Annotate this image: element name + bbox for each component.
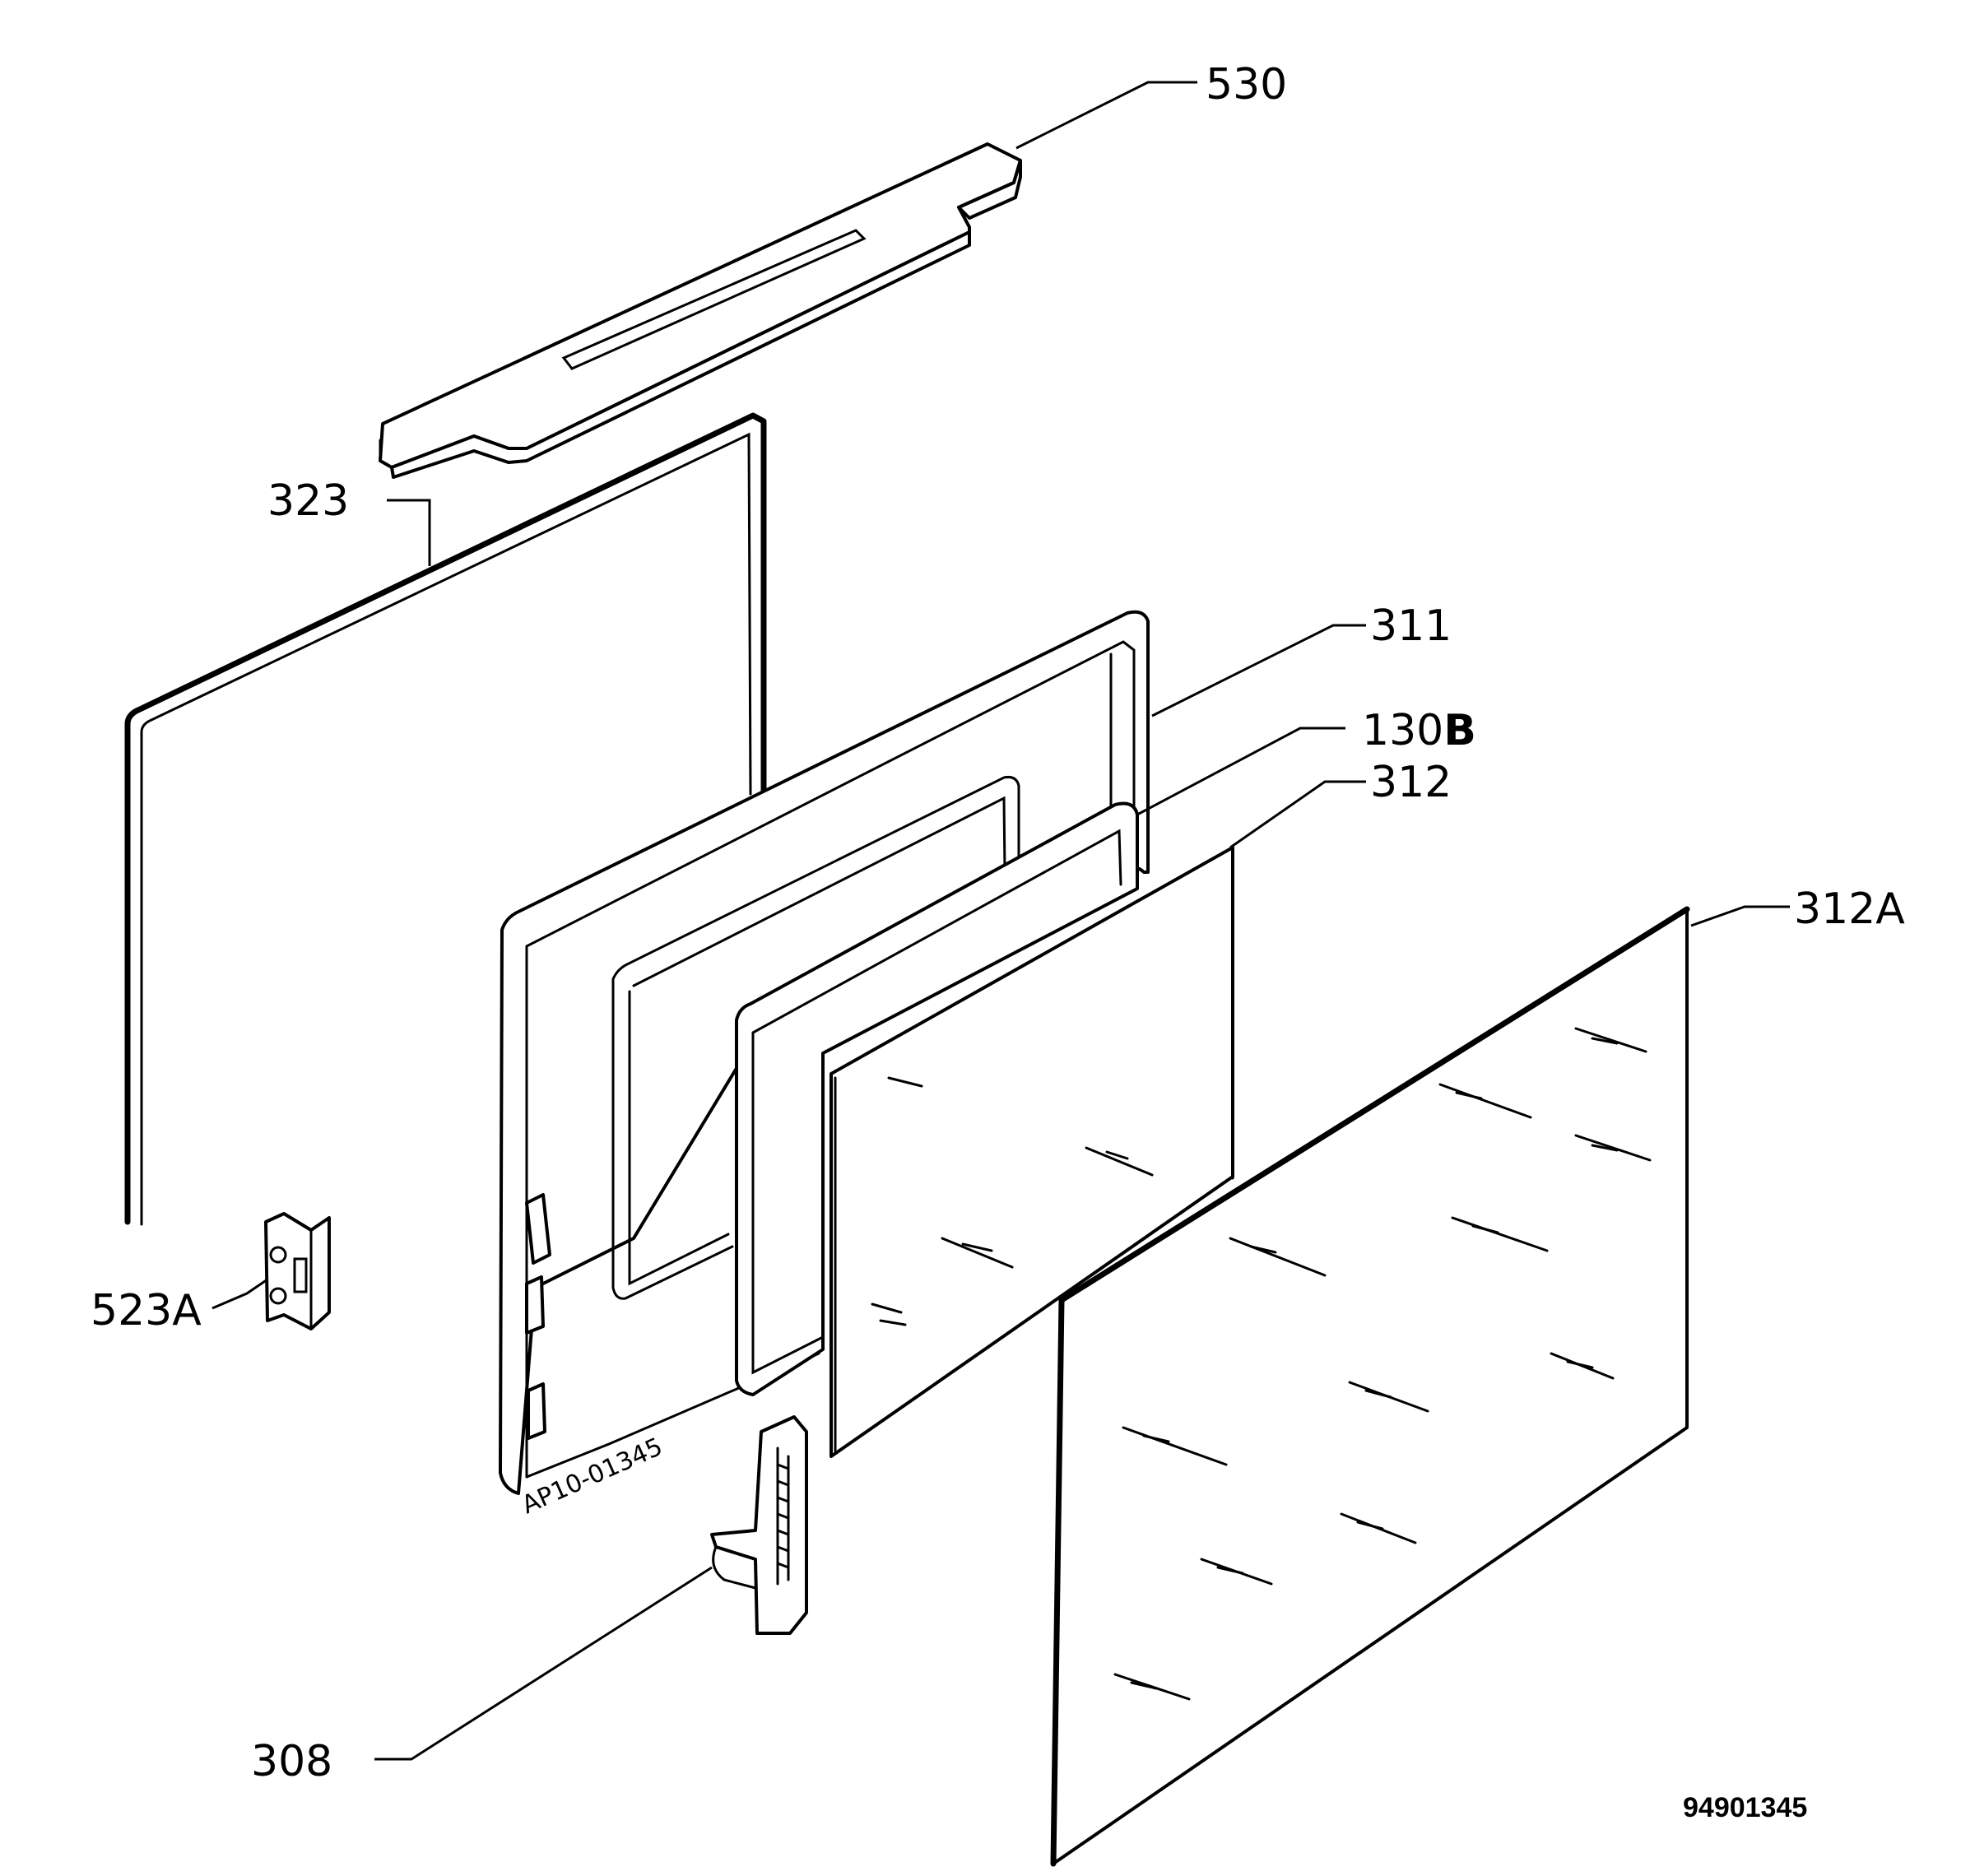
part-130b-gasket-frame xyxy=(735,801,1139,1396)
part-323-gasket xyxy=(124,412,767,1226)
label-530: 530 xyxy=(1206,60,1287,109)
frame-stamp-marking: AP10-01345 xyxy=(518,1433,667,1520)
leader-130b xyxy=(1136,727,1345,816)
part-312a-outer-glass xyxy=(1050,906,1690,1867)
part-530-top-bar xyxy=(379,142,1022,479)
label-312a: 312A xyxy=(1794,885,1905,934)
leader-530 xyxy=(1015,81,1197,150)
leader-lines xyxy=(211,81,1790,1761)
leader-312a xyxy=(1690,905,1790,927)
leader-308 xyxy=(374,1566,713,1761)
label-323: 323 xyxy=(267,476,349,526)
leader-312 xyxy=(1229,780,1366,849)
part-308-hinge xyxy=(710,1415,808,1635)
label-308: 308 xyxy=(251,1737,332,1786)
leader-523a xyxy=(211,1278,268,1310)
label-312: 312 xyxy=(1370,758,1452,807)
label-523a: 523A xyxy=(91,1286,202,1335)
leader-311 xyxy=(1151,624,1366,717)
part-523a-bracket xyxy=(264,1212,331,1330)
label-130b: 130B xyxy=(1362,706,1476,755)
leader-323 xyxy=(387,499,431,566)
part-312-glass xyxy=(830,846,1234,1458)
label-311: 311 xyxy=(1370,601,1452,651)
drawing-reference-number: 94901345 xyxy=(1683,1792,1807,1823)
